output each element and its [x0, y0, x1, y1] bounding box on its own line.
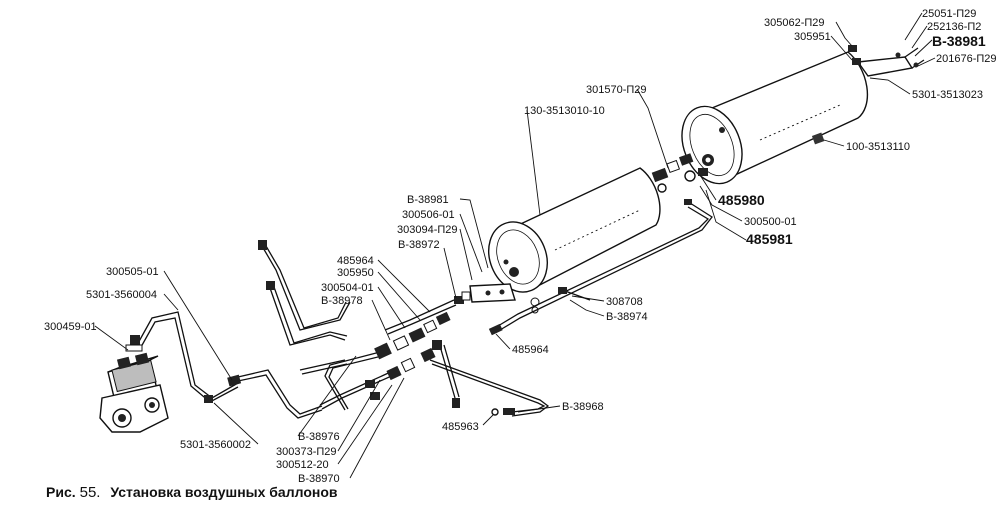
label-b38970: В-38970 [298, 473, 340, 485]
label-b38968: В-38968 [562, 401, 604, 413]
label-b38981-mid: В-38981 [407, 194, 449, 206]
figure-caption: Рис.55. Установка воздушных баллонов [46, 484, 337, 501]
label-300373: 300373-П29 [276, 446, 337, 458]
pipes [136, 199, 713, 419]
label-b38978: В-38978 [321, 295, 363, 307]
label-b38981-top: В-38981 [932, 33, 986, 49]
label-305062: 305062-П29 [764, 17, 825, 29]
label-300505: 300505-01 [106, 266, 159, 278]
label-5301-3560002: 5301-3560002 [180, 439, 251, 451]
label-300459: 300459-01 [44, 321, 97, 333]
part-labels: 305062-П29 305951 25051-П29 252136-П2 В-… [44, 8, 997, 485]
label-303094: 303094-П29 [397, 224, 458, 236]
label-130-3513010: 130-3513010-10 [524, 105, 605, 117]
label-252136: 252136-П2 [927, 21, 981, 33]
label-300506: 300506-01 [402, 209, 455, 221]
label-305950: 305950 [337, 267, 374, 279]
label-300504: 300504-01 [321, 282, 374, 294]
label-308708: 308708 [606, 296, 643, 308]
label-485964-b: 485964 [512, 344, 549, 356]
label-b38972: В-38972 [398, 239, 440, 251]
label-b38974: В-38974 [606, 311, 648, 323]
label-485981: 485981 [746, 231, 793, 247]
label-201676: 201676-П29 [936, 53, 997, 65]
air-compressor [99, 335, 169, 433]
label-5301-3560004: 5301-3560004 [86, 289, 157, 301]
label-485980: 485980 [718, 192, 765, 208]
label-300512: 300512-20 [276, 459, 329, 471]
rear-tank-bracket [848, 45, 925, 77]
caption-number: 55. [79, 484, 101, 501]
label-305951: 305951 [794, 31, 831, 43]
label-b38976: В-38976 [298, 431, 340, 443]
label-300500: 300500-01 [744, 216, 797, 228]
caption-prefix: Рис. [46, 484, 76, 500]
front-air-tank [488, 167, 661, 293]
rear-air-tank [681, 51, 869, 185]
label-301570: 301570-П29 [586, 84, 647, 96]
label-485964-a: 485964 [337, 255, 374, 267]
label-5301-3513023: 5301-3513023 [912, 89, 983, 101]
tank-connector-fittings [651, 153, 708, 193]
drain-valve [811, 132, 825, 145]
label-25051: 25051-П29 [922, 8, 976, 20]
label-485963: 485963 [442, 421, 479, 433]
fitting-cluster [365, 311, 451, 400]
caption-title: Установка воздушных баллонов [110, 484, 338, 500]
leader-lines [94, 12, 936, 479]
label-100-3513110: 100-3513110 [846, 141, 910, 153]
